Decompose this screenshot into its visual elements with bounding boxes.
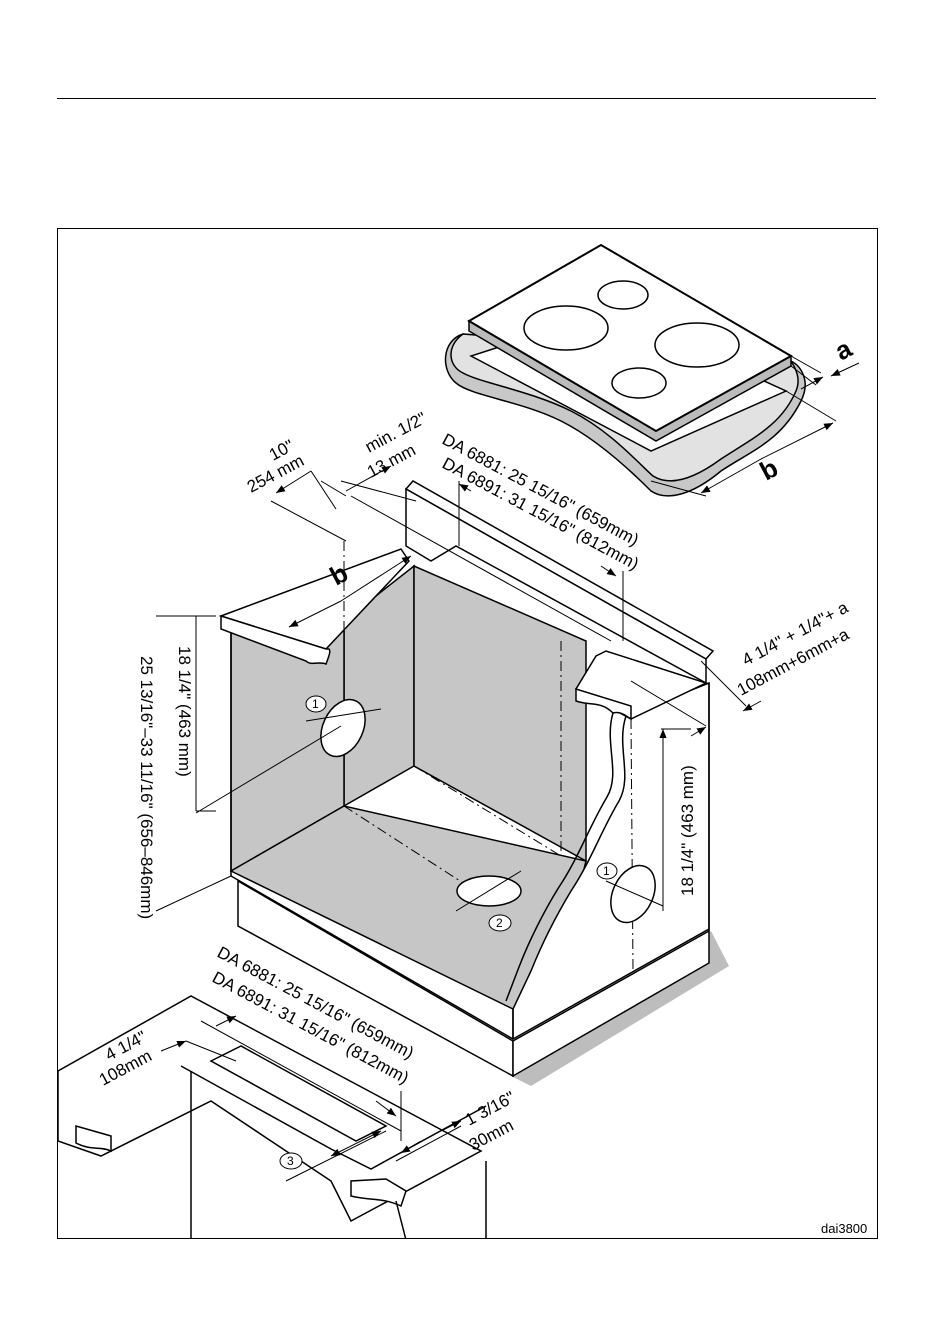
- figure-code: dai3800: [821, 1221, 867, 1236]
- left-inner-height: 18 1/4" (463 mm): [175, 646, 194, 777]
- detail-countertop: [58, 996, 481, 1221]
- cutout-detail-illustration: [58, 996, 486, 1239]
- header-rule: [57, 98, 876, 99]
- callout-2: 2: [489, 915, 511, 931]
- cabinet-illustration: [196, 481, 729, 1086]
- installation-diagram: a b: [58, 229, 878, 1239]
- dimension-a-label: a: [830, 333, 857, 367]
- figure-frame: a b: [57, 228, 878, 1239]
- cabinet-back-wall-right: [414, 566, 586, 861]
- dimension-b-hob-label: b: [755, 452, 783, 486]
- right-inner-height: 18 1/4" (463 mm): [678, 765, 697, 896]
- svg-text:1: 1: [312, 697, 319, 711]
- svg-text:1: 1: [603, 864, 610, 878]
- svg-text:3: 3: [287, 1154, 294, 1168]
- callout-1-right: 1: [597, 863, 617, 879]
- left-total-height: 25 13/16"–33 11/16" (656–846mm): [137, 656, 156, 919]
- callout-1-left: 1: [306, 696, 326, 712]
- callout-3: 3: [280, 1153, 302, 1169]
- svg-text:2: 2: [496, 916, 503, 930]
